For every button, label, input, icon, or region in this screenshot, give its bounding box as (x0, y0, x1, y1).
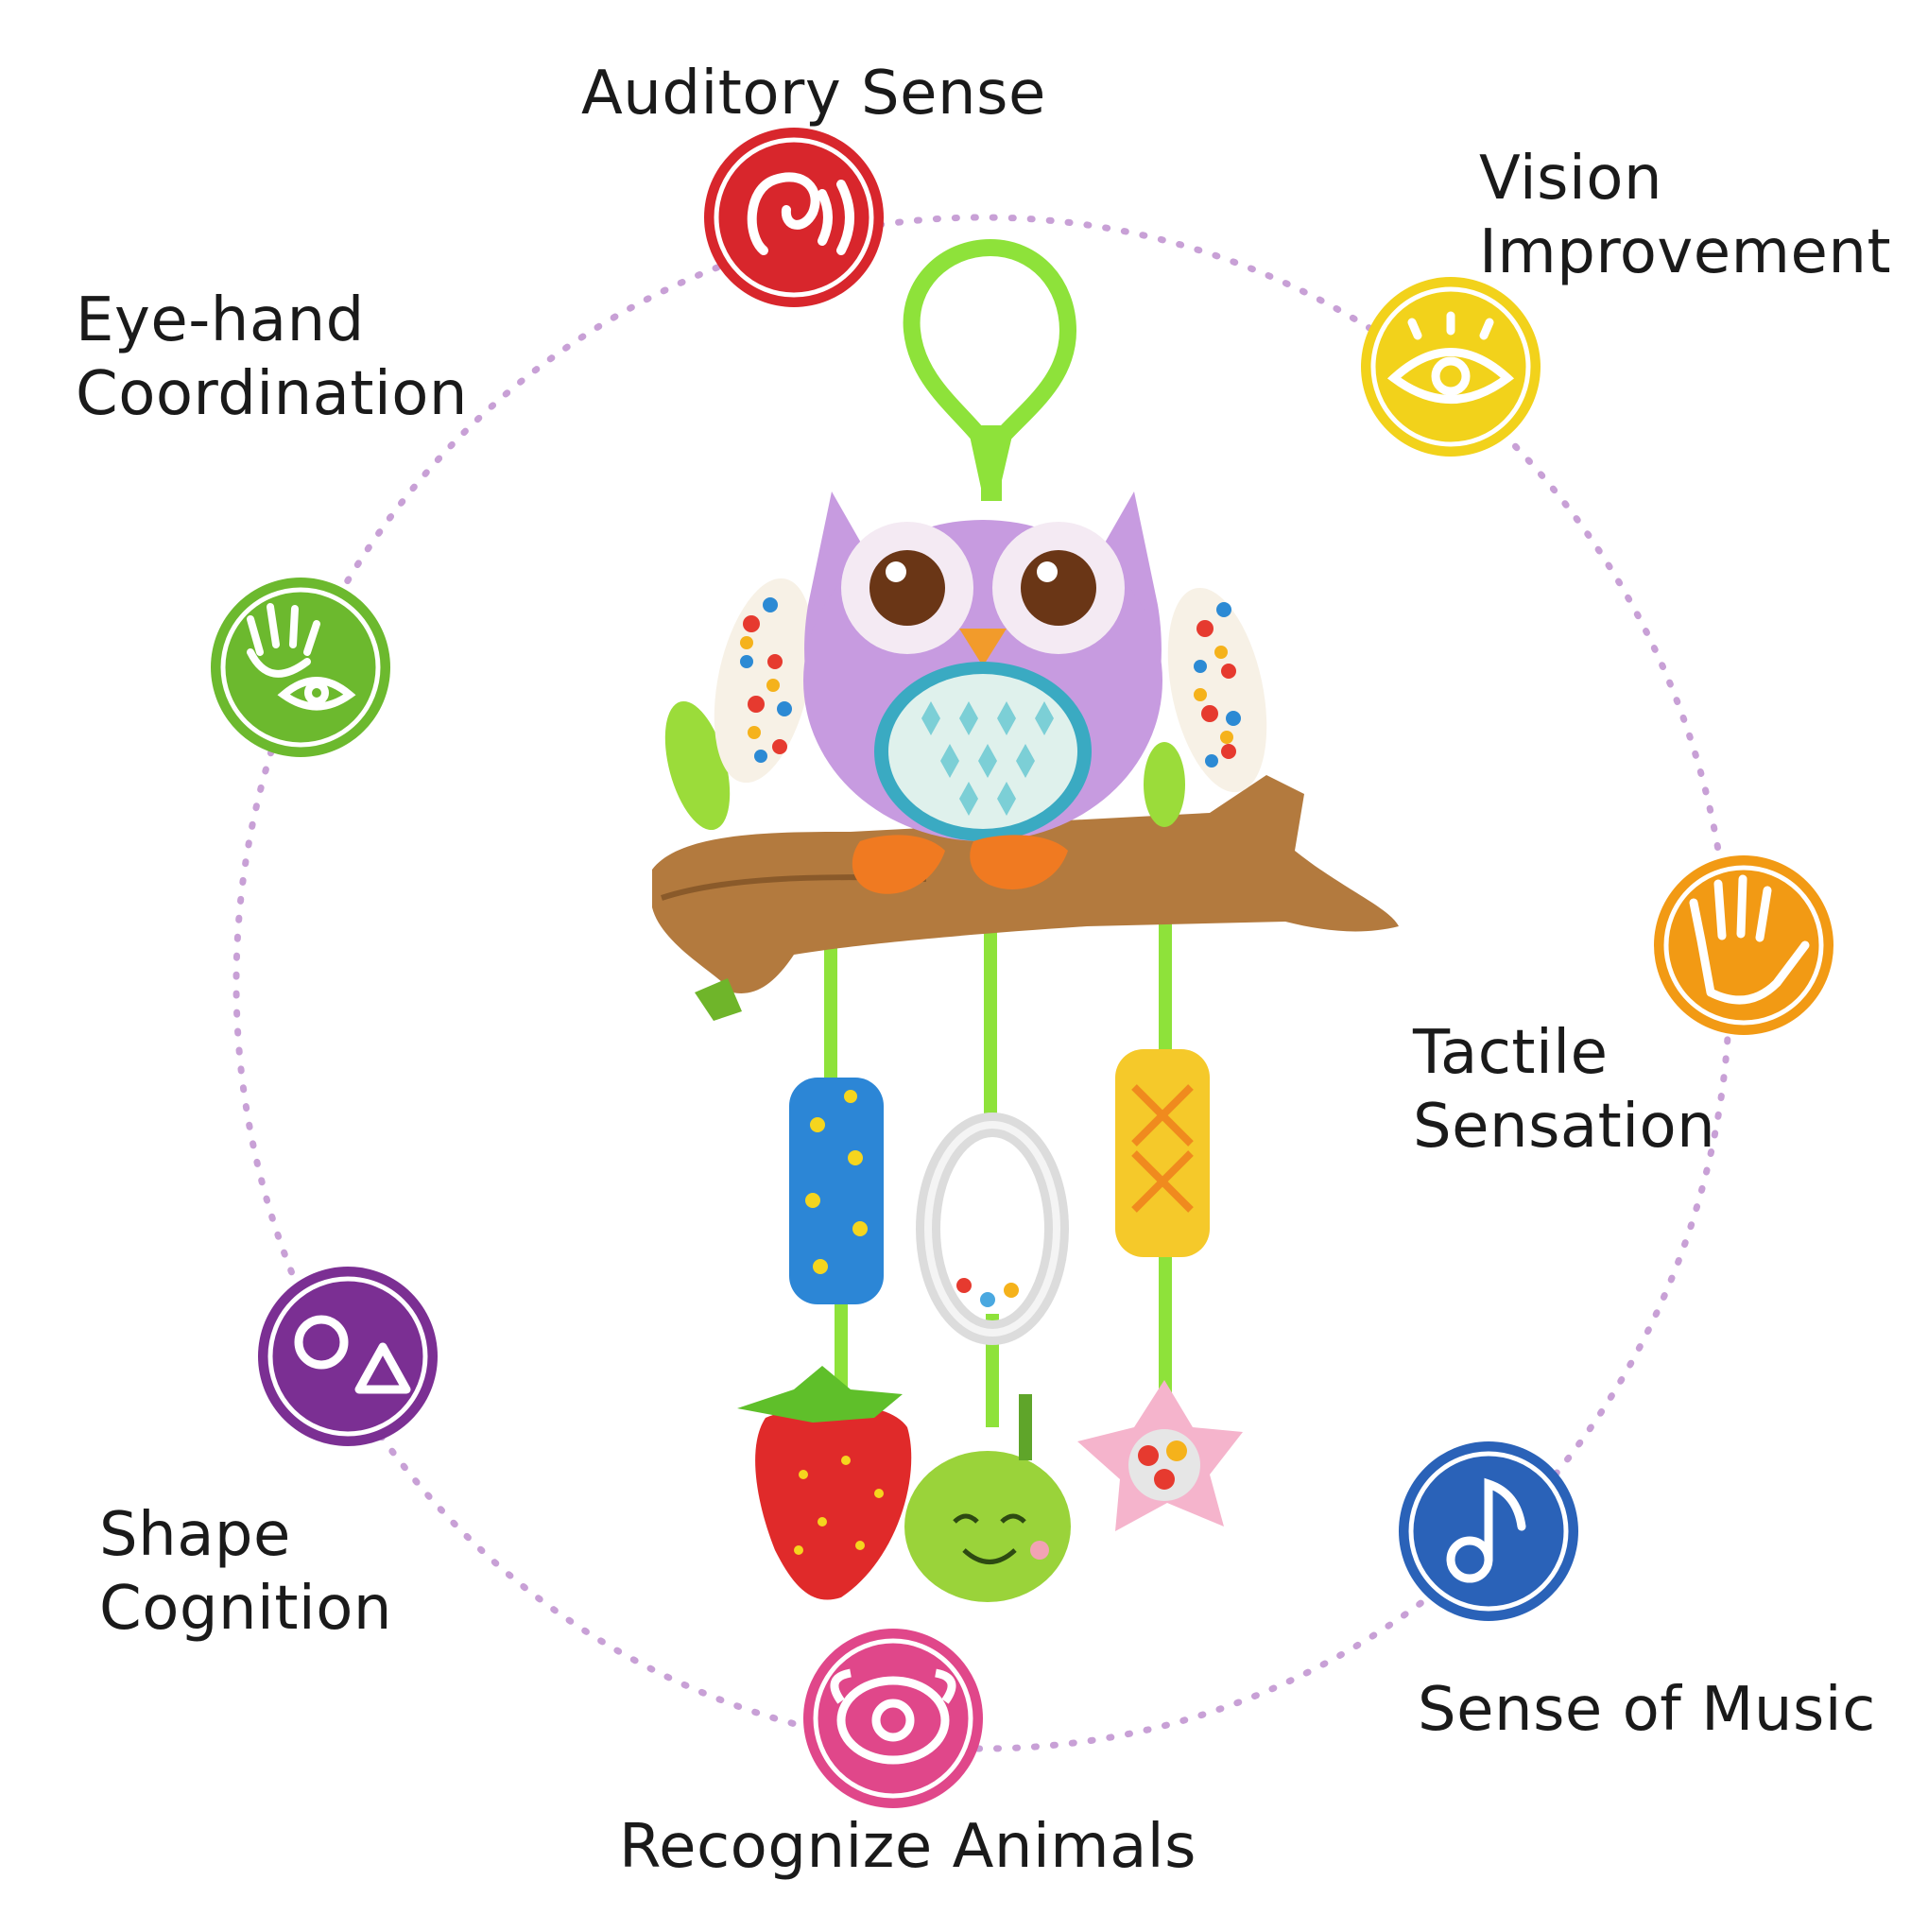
recognize-animals-badge (803, 1629, 983, 1808)
eye-icon (1386, 311, 1515, 404)
hand-icon (1689, 874, 1810, 1005)
vision-improvement-label: Vision Improvement (1479, 144, 1892, 287)
sense-of-music-badge (1399, 1441, 1578, 1621)
owl-toy-image (652, 238, 1399, 1602)
music-note-icon (1446, 1477, 1526, 1583)
recognize-animals-label: Recognize Animals (619, 1812, 1196, 1882)
shapes-icon (294, 1315, 411, 1394)
eye-hand-coordination-badge (211, 578, 390, 757)
tactile-sensation-badge (1654, 855, 1833, 1035)
hand-eye-icon (247, 603, 356, 711)
shape-cognition-label: Shape Cognition (99, 1500, 392, 1644)
tactile-sensation-label: Tactile Sensation (1413, 1018, 1716, 1162)
sense-of-music-label: Sense of Music (1418, 1675, 1876, 1745)
animal-face-icon (830, 1668, 956, 1765)
vision-improvement-badge (1361, 277, 1541, 457)
auditory-sense-label: Auditory Sense (581, 59, 1046, 129)
ear-sound-icon (747, 172, 854, 255)
shape-cognition-badge (258, 1267, 438, 1446)
eye-hand-coordination-label: Eye-hand Coordination (76, 285, 468, 429)
auditory-sense-badge (704, 128, 884, 307)
